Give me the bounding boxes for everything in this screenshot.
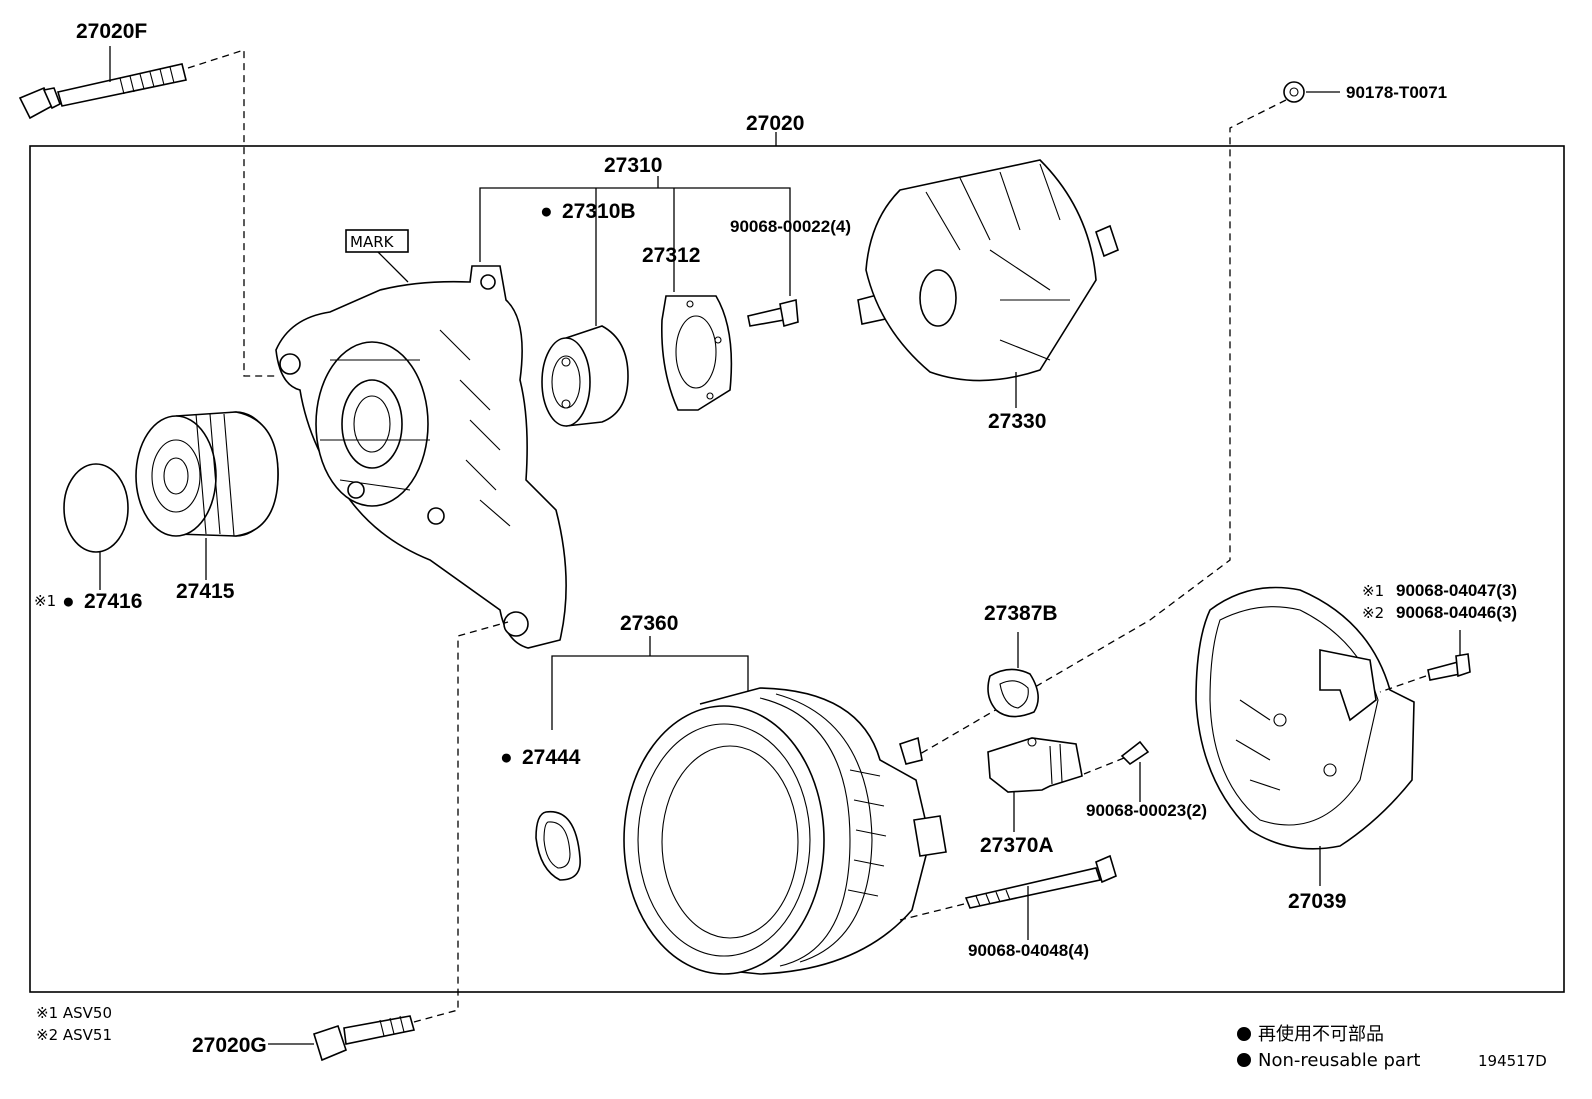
bolt-27020f (18, 63, 187, 120)
label-27020g: 27020G (192, 1034, 267, 1057)
label-90068-04046: 90068-04046(3) (1396, 603, 1517, 622)
rear-cover-27039 (1195, 586, 1415, 850)
legend-bullet-en (1237, 1053, 1251, 1067)
pulley-27415 (135, 411, 279, 537)
stator-frame-27360 (623, 687, 947, 975)
label-27310: 27310 (604, 154, 662, 177)
legend-jp: 再使用不可部品 (1258, 1024, 1384, 1045)
label-27444: 27444 (522, 746, 581, 769)
note1-90068-04047: ※1 (1362, 582, 1384, 600)
rotor-27330 (857, 159, 1119, 382)
label-90178-t0071: 90178-T0071 (1346, 83, 1447, 102)
mark-label: MARK (350, 233, 395, 251)
label-27416: 27416 (84, 590, 142, 613)
note-asv50: ※1 ASV50 (36, 1004, 112, 1022)
legend-en: Non-reusable part (1258, 1050, 1420, 1071)
cover-27416 (63, 463, 129, 553)
label-27415: 27415 (176, 580, 235, 603)
label-90068-00023: 90068-00023(2) (1086, 801, 1207, 820)
label-27330: 27330 (988, 410, 1046, 433)
bearing-27310b (541, 325, 629, 427)
seal-27444 (535, 810, 581, 881)
brush-holder-27387b (987, 668, 1039, 718)
mark-tag: MARK (345, 229, 409, 253)
bullet-27444: ● (500, 746, 513, 769)
label-90068-04047: 90068-04047(3) (1396, 581, 1517, 600)
label-27360: 27360 (620, 612, 678, 635)
note2-90068-04046: ※2 (1362, 604, 1384, 622)
label-27312: 27312 (642, 244, 700, 267)
note-asv51: ※2 ASV51 (36, 1026, 112, 1044)
label-27039: 27039 (1288, 890, 1346, 913)
regulator-27370a (987, 737, 1083, 793)
note1-27416: ※1 (34, 592, 56, 610)
screw-90068-00022 (747, 298, 799, 328)
bolt-27020g (313, 1015, 416, 1062)
label-90068-04048: 90068-04048(4) (968, 941, 1089, 960)
retainer-plate-27312 (661, 295, 733, 411)
label-90068-00022: 90068-00022(4) (730, 217, 851, 236)
label-27020f: 27020F (76, 20, 147, 43)
assembly-outline-box (29, 145, 1565, 993)
bolt-90068-04048 (964, 854, 1117, 909)
drive-end-frame (275, 265, 567, 649)
label-27387b: 27387B (984, 602, 1058, 625)
screw-90068-04047 (1427, 653, 1471, 681)
label-27020: 27020 (746, 112, 804, 135)
label-27370a: 27370A (980, 834, 1054, 857)
figure-id: 194517D (1478, 1052, 1547, 1070)
bullet-27310b: ● (540, 200, 553, 223)
bullet-27416: ● (62, 590, 75, 613)
screw-90068-00023 (1120, 740, 1150, 766)
nut-90178-t0071 (1283, 81, 1305, 103)
label-27310b: 27310B (562, 200, 636, 223)
legend-bullet-jp (1237, 1027, 1251, 1041)
